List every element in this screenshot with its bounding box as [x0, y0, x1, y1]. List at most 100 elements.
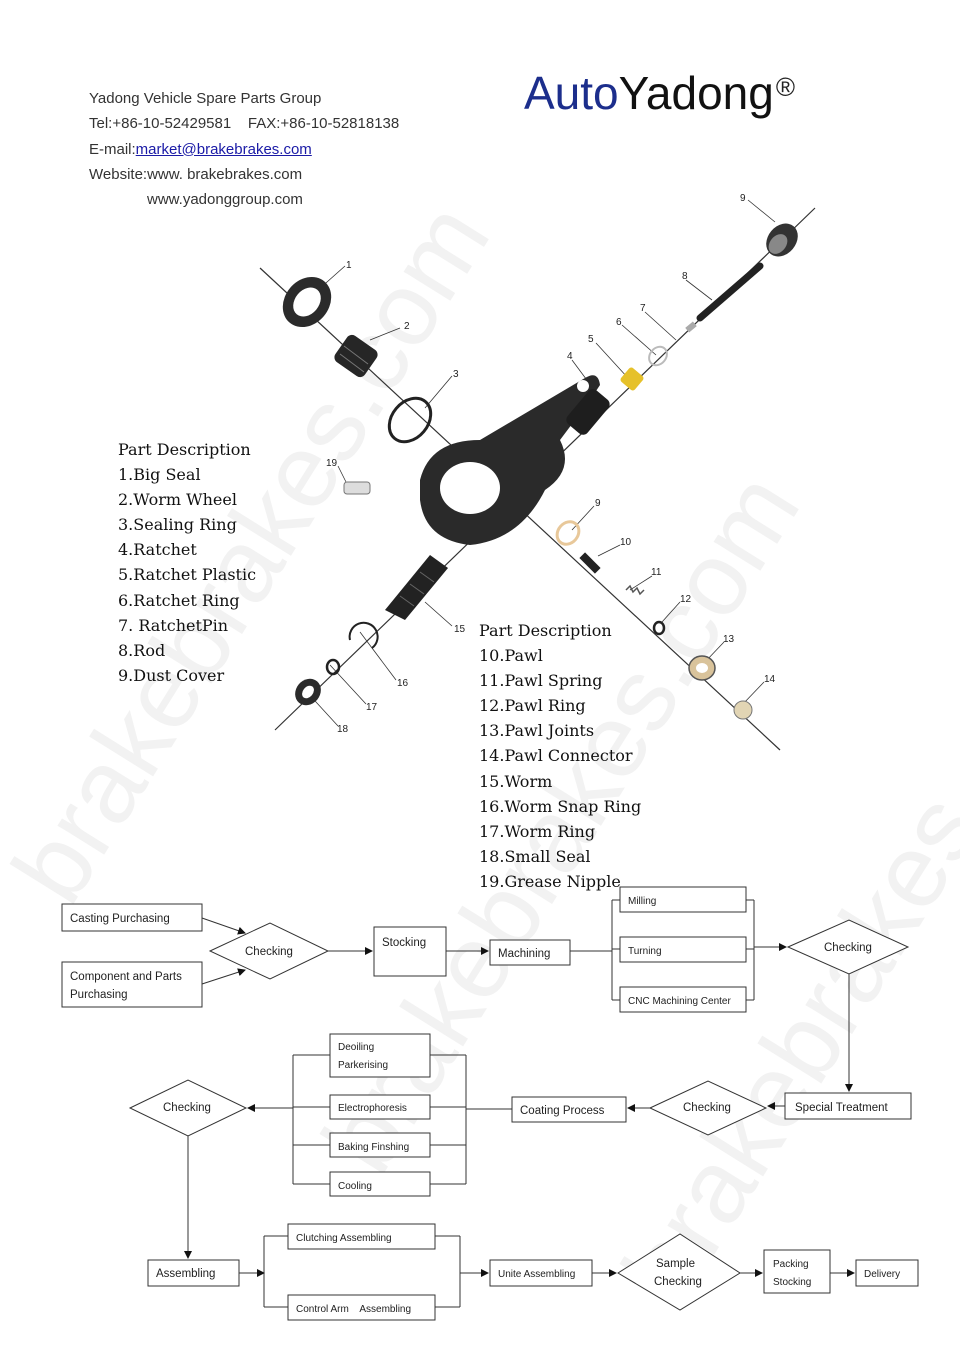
delivery-box: [855, 1259, 919, 1287]
production-flowchart: Casting Purchasing Component and Parts P…: [61, 886, 919, 1321]
callout-4: 4: [567, 351, 573, 362]
part-item: 5.Ratchet Plastic: [118, 565, 257, 585]
callout-5: 5: [588, 334, 594, 345]
callout-9: 9: [740, 193, 746, 204]
sample-checking-label-1: Sample: [656, 1258, 695, 1270]
part-item: 8.Rod: [118, 640, 166, 660]
callout-12: 12: [680, 594, 692, 605]
part-item: 1.Big Seal: [118, 465, 201, 485]
parts-heading-2: Part Description: [479, 621, 612, 640]
part-item: 9.Dust Cover: [118, 665, 225, 685]
checking-diamond-4: [128, 1079, 248, 1137]
company-name: Yadong Vehicle Spare Parts Group: [89, 90, 322, 107]
callout-13: 13: [723, 634, 735, 645]
control-arm-assembling-box: [287, 1294, 436, 1321]
parts-list-2: Part Description 10.Pawl 11.Pawl Spring …: [479, 618, 641, 894]
callout-8: 8: [682, 271, 688, 282]
part-item: 3.Sealing Ring: [118, 515, 237, 535]
stocking-label: Stocking: [382, 937, 426, 949]
callout-3: 3: [453, 369, 459, 380]
part-item: 14.Pawl Connector: [479, 746, 633, 766]
checking-diamond-2: [786, 919, 910, 975]
callout-10: 10: [620, 537, 632, 548]
assembling-box: [147, 1259, 240, 1287]
stocking-box: [373, 926, 447, 977]
milling-label: Milling: [628, 896, 656, 907]
callout-7: 7: [640, 303, 646, 314]
checking-label-2: Checking: [824, 942, 872, 954]
email-link[interactable]: market@brakebrakes.com: [135, 140, 312, 158]
callout-9b: 9: [595, 498, 601, 509]
cooling-label: Cooling: [338, 1181, 372, 1192]
checking-label-1: Checking: [245, 946, 293, 958]
baking-label: Baking Finshing: [338, 1142, 409, 1153]
control-arm-assembling-label: Control Arm Assembling: [296, 1304, 411, 1315]
machining-label: Machining: [498, 948, 550, 960]
sample-checking-label-2: Checking: [654, 1276, 702, 1288]
callout-1: 1: [346, 260, 352, 271]
casting-purchasing-label: Casting Purchasing: [70, 913, 170, 925]
checking-diamond-3: [648, 1080, 768, 1136]
sample-checking-diamond: [617, 1233, 741, 1311]
callout-17: 17: [366, 702, 378, 713]
part-item: 7. RatchetPin: [118, 615, 229, 635]
part-item: 18.Small Seal: [479, 846, 591, 866]
callout-14: 14: [764, 674, 776, 685]
delivery-label: Delivery: [864, 1269, 900, 1280]
callout-6: 6: [616, 317, 622, 328]
part-item: 4.Ratchet: [118, 540, 197, 560]
autoyadong-logo: AutoYadong®: [524, 70, 795, 116]
coating-process-label: Coating Process: [520, 1105, 605, 1117]
part-item: 19.Grease Nipple: [479, 871, 621, 891]
logo-auto: Auto: [524, 67, 619, 119]
unite-assembling-label: Unite Assembling: [498, 1269, 575, 1280]
email-line: E-mail:market@brakebrakes.com: [89, 137, 399, 162]
unite-assembling-box: [489, 1259, 593, 1287]
logo-yadong: Yadong: [618, 67, 774, 119]
packing-stocking-box: [763, 1249, 831, 1294]
component-purchasing-label-1: Component and Parts: [70, 971, 182, 983]
callout-16: 16: [397, 678, 409, 689]
assembling-label: Assembling: [156, 1268, 215, 1280]
callout-11: 11: [651, 567, 662, 578]
website-line-2: www.yadonggroup.com: [147, 191, 303, 209]
part-item: 2.Worm Wheel: [118, 490, 237, 510]
exploded-parts-diagram: 1 2 3 4 5 6 7 8 9 9 10 11 12 13 14 15 16…: [259, 193, 816, 751]
turning-label: Turning: [628, 946, 662, 957]
part-item: 15.Worm: [479, 771, 553, 791]
component-purchasing-box: [61, 961, 203, 1008]
part-item: 6.Ratchet Ring: [118, 590, 240, 610]
tel-fax: Tel:+86-10-52429581 FAX:+86-10-52818138: [89, 115, 400, 133]
part-item: 10.Pawl: [479, 646, 543, 666]
registered-mark: ®: [775, 72, 795, 102]
parts-heading-1: Part Description: [118, 440, 251, 459]
deoiling-label-1: Deoiling: [338, 1042, 374, 1053]
milling-box: [619, 886, 747, 913]
casting-purchasing-box: [61, 903, 203, 932]
checking-label-4: Checking: [163, 1102, 211, 1114]
part-item: 16.Worm Snap Ring: [479, 796, 642, 816]
packing-label-2: Stocking: [773, 1277, 811, 1288]
callout-18: 18: [337, 724, 349, 735]
special-treatment-label: Special Treatment: [795, 1102, 888, 1114]
cnc-label: CNC Machining Center: [628, 996, 731, 1007]
special-treatment-box: [784, 1092, 912, 1120]
cooling-box: [329, 1171, 431, 1197]
part-item: 13.Pawl Joints: [479, 721, 595, 741]
part-item: 17.Worm Ring: [479, 821, 596, 841]
packing-label-1: Packing: [773, 1259, 809, 1270]
callout-19: 19: [326, 458, 338, 469]
part-item: 11.Pawl Spring: [479, 671, 603, 691]
part-item: 12.Pawl Ring: [479, 696, 586, 716]
email-label: E-mail:: [89, 140, 136, 158]
contact-block: Yadong Vehicle Spare Parts Group Tel:+86…: [89, 86, 399, 212]
callout-15: 15: [454, 624, 466, 635]
checking-label-3: Checking: [683, 1102, 731, 1114]
parts-list-1: Part Description 1.Big Seal 2.Worm Wheel…: [118, 437, 256, 688]
machining-box: [489, 939, 571, 966]
callout-2: 2: [404, 321, 410, 332]
website-line-1: Website:www. brakebrakes.com: [89, 165, 303, 183]
component-purchasing-label-2: Purchasing: [70, 989, 128, 1001]
clutching-assembling-label: Clutching Assembling: [296, 1233, 392, 1244]
electrophoresis-label: Electrophoresis: [338, 1103, 407, 1114]
